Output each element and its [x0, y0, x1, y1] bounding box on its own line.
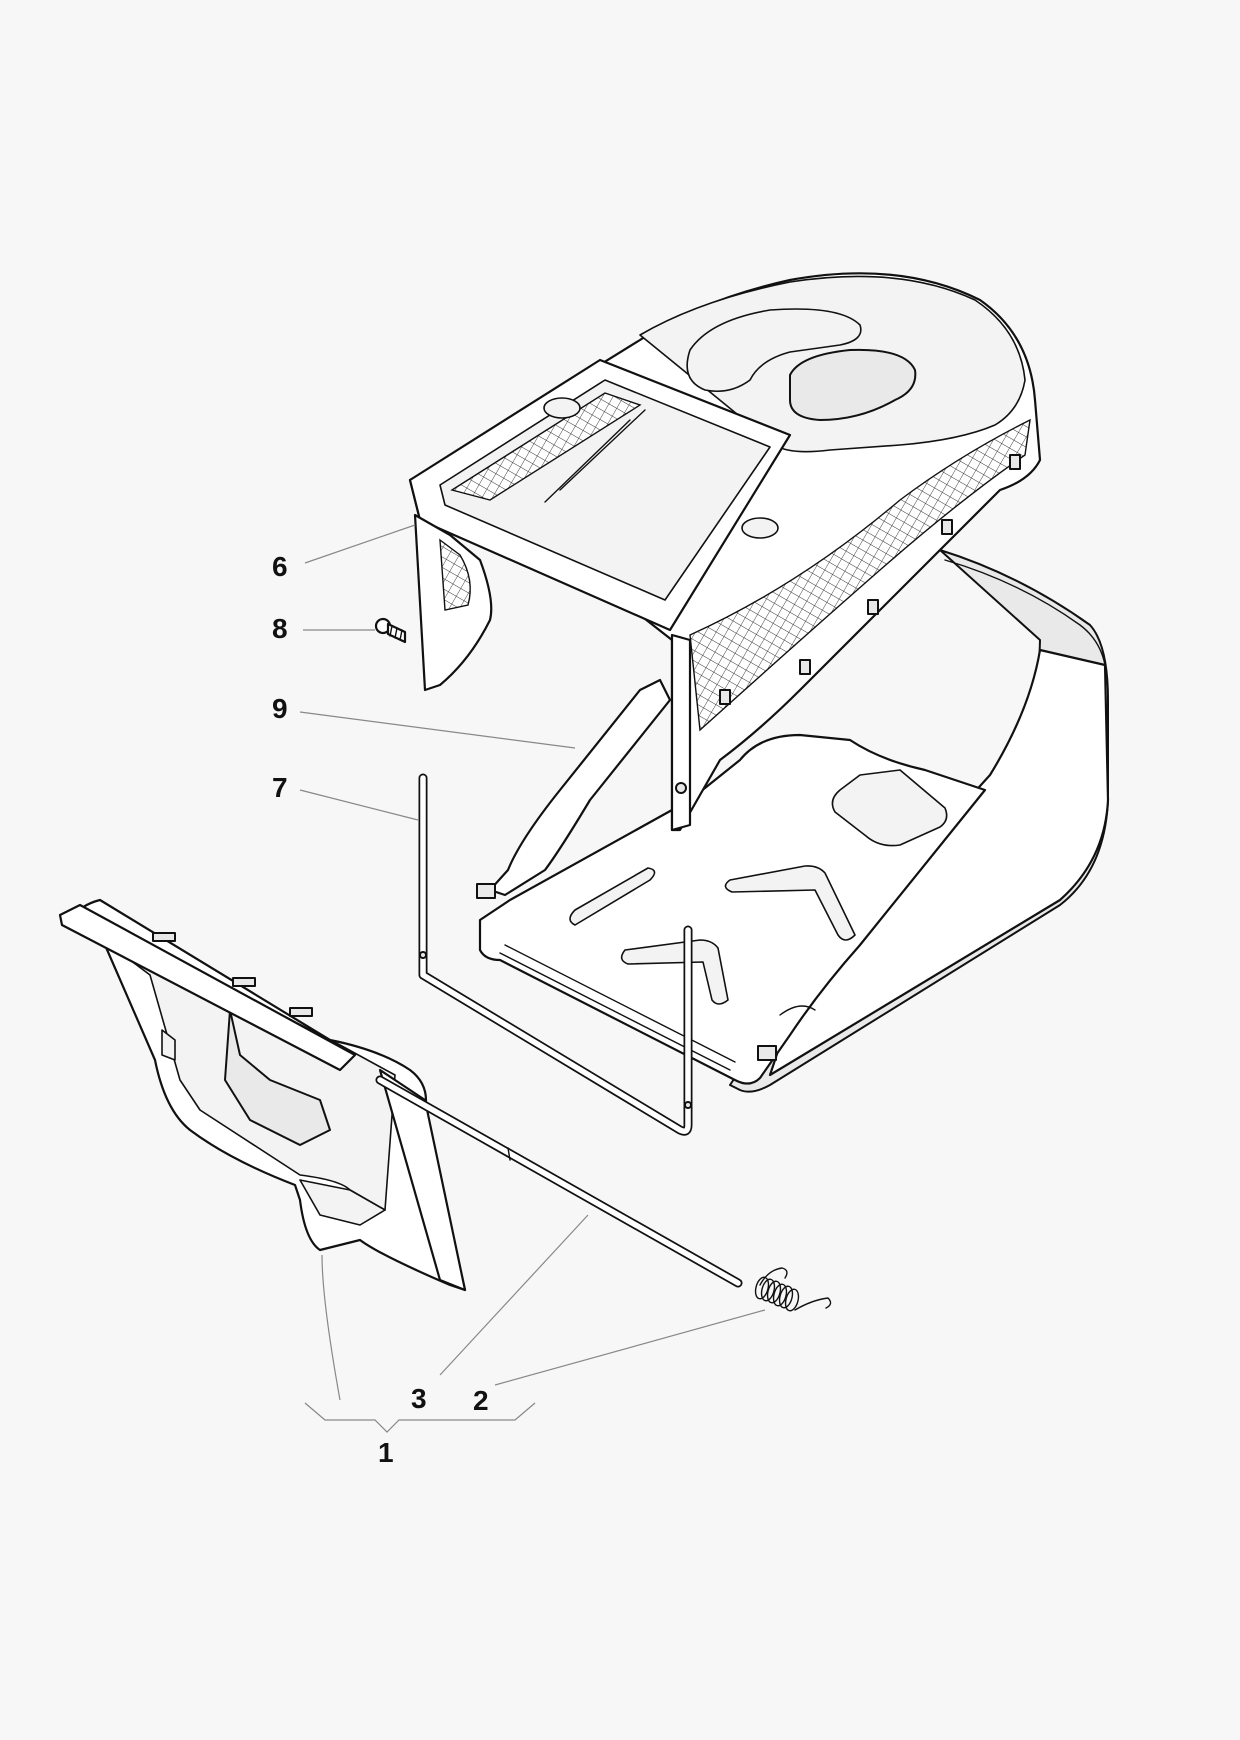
flap-rib-2: [299, 1179, 386, 1226]
bag-top-cover-part-6: [408, 272, 1042, 832]
callout-9: 9: [272, 693, 288, 724]
flap-tab-2: [232, 977, 256, 987]
callout-8: 8: [272, 613, 288, 644]
cover-front-opening: [439, 379, 771, 601]
slot-mark-1: [719, 689, 731, 705]
callout-1: 1: [378, 1437, 394, 1468]
floor-groove-3: [620, 939, 729, 1005]
leader-6: [304, 524, 416, 564]
callout-6: 6: [272, 551, 288, 582]
cover-left-leg-mesh: [439, 538, 471, 611]
slot-mark-3: [867, 599, 879, 615]
hinge-rod-inner: [377, 1077, 741, 1286]
flap-rib-1: [224, 1009, 331, 1146]
screw-part-8: [374, 617, 407, 644]
leader-2: [494, 1309, 766, 1386]
grass-bag-part-9: [476, 549, 1110, 1093]
floor-groove-2: [724, 865, 856, 941]
spring-part-2: [754, 1267, 832, 1312]
floor-groove-1: [569, 867, 656, 926]
flap-tab-3: [289, 1007, 313, 1017]
frame-rod-part-7: [418, 773, 693, 1136]
spring-coils: [754, 1276, 800, 1312]
slot-mark-5: [1009, 454, 1021, 470]
boss-top-right: [741, 517, 779, 539]
leader-3: [439, 1214, 589, 1376]
cover-front-mesh: [450, 392, 642, 501]
bag-clip-front: [757, 1045, 777, 1061]
slot-mark-4: [941, 519, 953, 535]
flap-hinge-edge: [58, 903, 357, 1072]
leader-1-flap: [321, 1254, 341, 1401]
rear-flap-part-1: [58, 898, 467, 1292]
bag-clip-left: [476, 883, 496, 899]
cover-handle-recess: [686, 308, 862, 393]
u-rod-inner: [420, 775, 691, 1134]
bracket-1: [304, 1402, 536, 1433]
leader-lines: [299, 524, 766, 1433]
callout-7: 7: [272, 772, 288, 803]
callout-labels: 6 8 9 7 3 2 1: [272, 551, 489, 1468]
cover-screw-hole: [675, 782, 687, 794]
boss-top-left: [543, 397, 581, 419]
flap-tab-1: [152, 932, 176, 942]
leader-9: [299, 711, 576, 749]
bag-rear-panel: [831, 769, 948, 847]
hinge-rod-part-3: [375, 1075, 743, 1288]
slot-mark-2: [799, 659, 811, 675]
cover-handle-slot: [789, 348, 917, 421]
cover-side-mesh: [689, 418, 1031, 732]
flap-side-brace: [378, 1068, 467, 1292]
spring-hook-right: [794, 1297, 832, 1311]
cover-right-leg: [670, 633, 692, 832]
bag-rim: [944, 559, 1106, 666]
bag-left-wall: [488, 678, 672, 897]
callout-2: 2: [473, 1385, 489, 1416]
leader-7: [299, 789, 419, 821]
callout-3: 3: [411, 1383, 427, 1414]
